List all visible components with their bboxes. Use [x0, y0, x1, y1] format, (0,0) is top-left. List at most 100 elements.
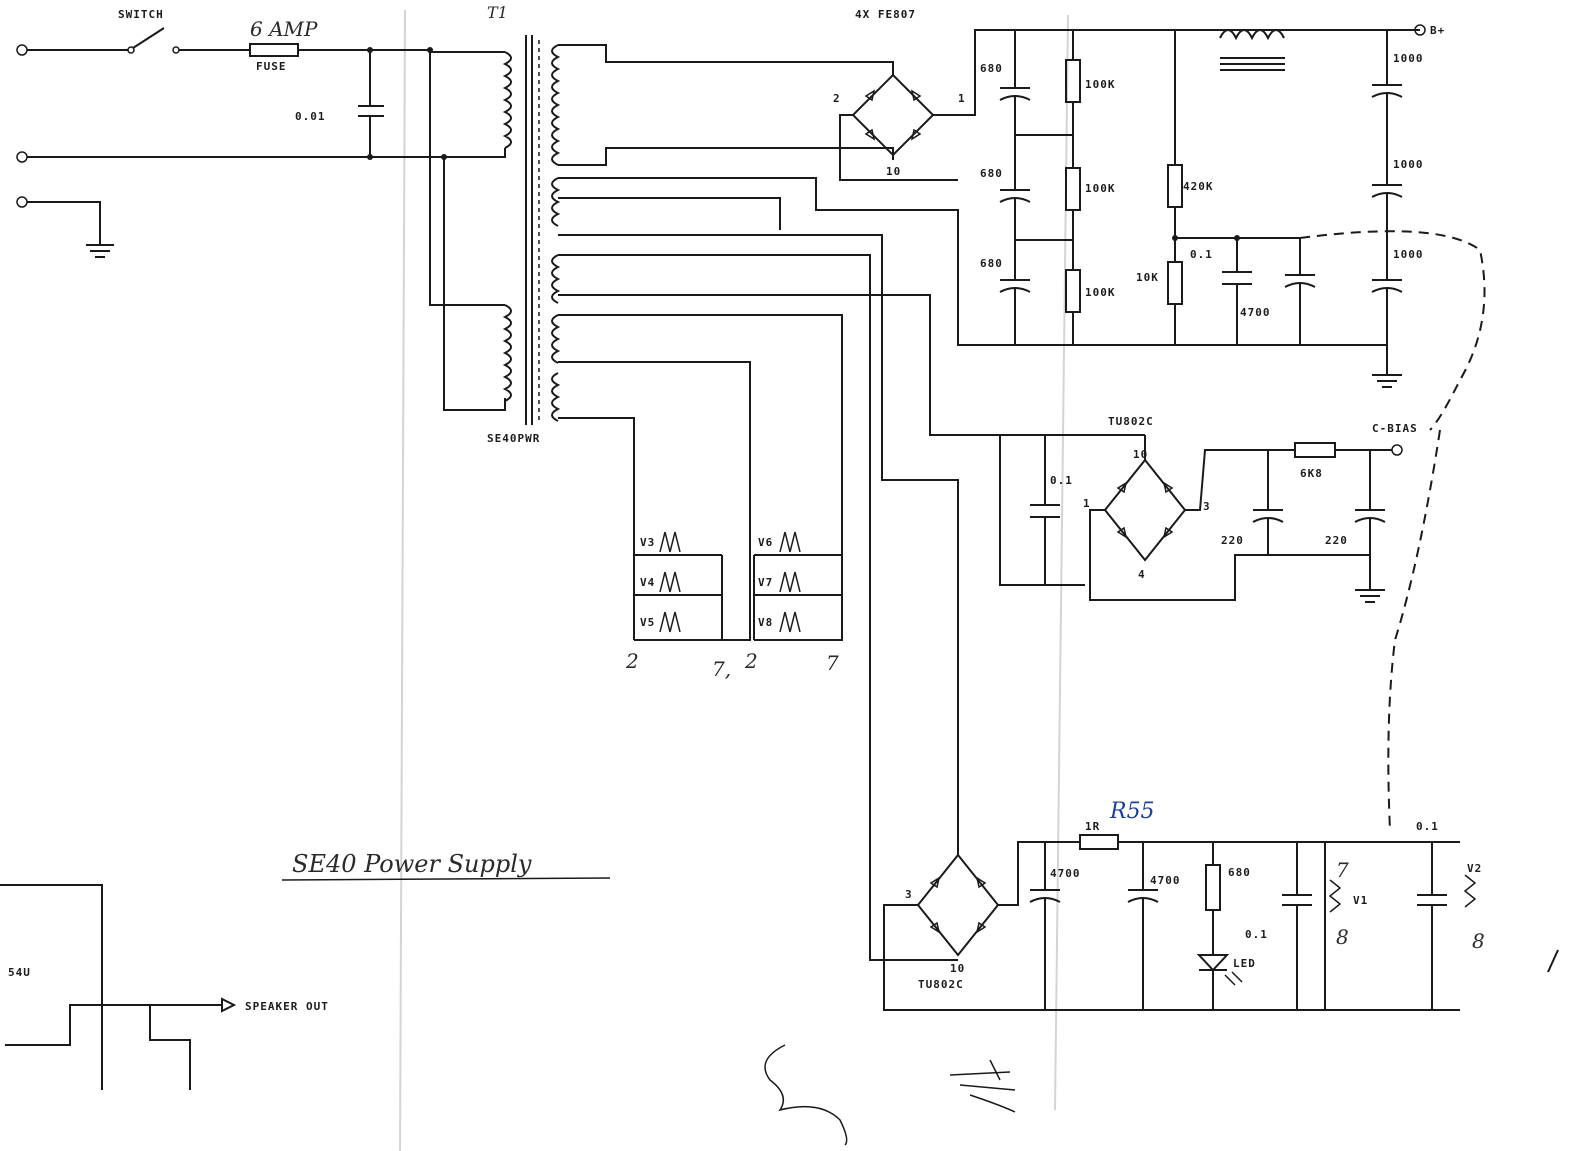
heater-v2-label: V2 [1467, 862, 1482, 875]
earth-symbol [27, 201, 114, 258]
valve-v5-label: V5 [640, 616, 655, 629]
heater-bridge-pin-bottom: 10 [950, 962, 965, 975]
paper-folds [399, 9, 1069, 1151]
fuse-label: FUSE [256, 60, 287, 73]
output-cap-3-value: 1000 [1393, 248, 1424, 261]
mains-terminal-neutral [16, 151, 28, 163]
heater-series-resistor [1079, 834, 1119, 850]
bias-bridge-label: TU802C [1108, 415, 1154, 428]
b-plus-label: B+ [1430, 24, 1445, 37]
main-bridge-label: 4X FE807 [855, 8, 916, 21]
pin-v1-top: 7 [1336, 858, 1349, 882]
handwritten-scribbles [764, 949, 1559, 1146]
heater-v1-label: V1 [1353, 894, 1368, 907]
heater-cap-1-value: 4700 [1050, 867, 1081, 880]
pin-a-left: 2 [625, 649, 639, 673]
bias-bridge-pin-bottom: 4 [1138, 568, 1146, 581]
switch-label: SWITCH [118, 8, 164, 21]
output-cap-1-value: 1000 [1393, 52, 1424, 65]
mains-terminal-earth [16, 196, 28, 208]
main-bridge-rectifier [851, 73, 935, 157]
led-label: LED [1233, 957, 1256, 970]
heater-resistor-value: 1R [1085, 820, 1100, 833]
bias-cap-2-value: 220 [1325, 534, 1348, 547]
bias-bridge-pin-left: 1 [1083, 497, 1091, 510]
bias-supply [999, 429, 1441, 831]
bias-ground [1355, 589, 1385, 603]
divider-resistor-top [1167, 164, 1183, 208]
line-capacitor [358, 50, 384, 157]
bias-bridge-rectifier [1103, 458, 1187, 562]
bleeder-2-value: 100K [1085, 182, 1116, 195]
hv-filter [999, 24, 1486, 431]
bias-bridge-pin-right: 3 [1203, 500, 1211, 513]
c-bias-terminal [1391, 444, 1403, 456]
output-fragment [0, 884, 237, 1090]
bias-resistor-value: 6K8 [1300, 467, 1323, 480]
heater-bridge-label: TU802C [918, 978, 964, 991]
filter-cap-2-value: 680 [980, 167, 1003, 180]
main-bridge-pin-right: 1 [958, 92, 966, 105]
transformer-part-label: SE40PWR [487, 432, 540, 445]
bleeder-1-value: 100K [1085, 78, 1116, 91]
main-bridge-pin-bottom: 10 [886, 165, 901, 178]
schematic-title: SE40 Power Supply [292, 850, 532, 878]
heater-v1 [1328, 879, 1342, 913]
divider-top-value: 420K [1183, 180, 1214, 193]
led-symbol [1196, 954, 1230, 972]
led-resistor-value: 680 [1228, 866, 1251, 879]
heater-cap-2-value: 4700 [1150, 874, 1181, 887]
hv-rectifier [558, 29, 1420, 346]
filter-cap-1-value: 680 [980, 62, 1003, 75]
switch-contact-b [172, 46, 180, 54]
bleeder-resistor-3 [1065, 269, 1081, 313]
pin-v1-bottom: 8 [1336, 925, 1349, 949]
valve-v8-label: V8 [758, 616, 773, 629]
transformer-label: T1 [487, 3, 508, 22]
pin-b-left: 2 [744, 649, 758, 673]
valve-v6-label: V6 [758, 536, 773, 549]
r55-annotation: R55 [1109, 799, 1155, 824]
valve-v4-label: V4 [640, 576, 655, 589]
hv-ground [1372, 374, 1402, 388]
transformer-t1 [429, 35, 561, 425]
bleeder-resistor-2 [1065, 167, 1081, 211]
heater-bridge-rectifier [916, 853, 1000, 957]
switch-contact-a [127, 46, 135, 54]
pin-b-right: 7 [826, 651, 839, 675]
pin-v2-bottom: 8 [1472, 929, 1485, 953]
heater-v2 [1463, 874, 1477, 908]
heater-cap-3-value: 0.1 [1245, 928, 1268, 941]
output-cap-2-value: 1000 [1393, 158, 1424, 171]
mains-terminal-live [16, 44, 28, 56]
speaker-out-label: SPEAKER OUT [245, 1000, 329, 1013]
divider-bottom-value: 10K [1136, 271, 1159, 284]
heater-bridge-pin-left: 3 [905, 888, 913, 901]
bias-bridge-pin-top: 10 [1133, 448, 1148, 461]
valve-heaters [634, 531, 842, 641]
divider-resistor-bottom [1167, 261, 1183, 305]
main-bridge-pin-left: 2 [833, 92, 841, 105]
pin-a-right: 7, [712, 657, 731, 681]
fuse-symbol [249, 43, 299, 57]
heater-cap-4-value: 0.1 [1416, 820, 1439, 833]
bleeder-3-value: 100K [1085, 286, 1116, 299]
title-underline [281, 877, 611, 881]
b-plus-terminal [1414, 24, 1426, 36]
bias-resistor [1294, 442, 1336, 458]
filter-cap-3-value: 680 [980, 257, 1003, 270]
bias-input-cap-value: 0.1 [1050, 474, 1073, 487]
heater-supply [883, 834, 1477, 1011]
switch-lever [132, 27, 165, 49]
filter-choke [1219, 29, 1285, 41]
line-cap-value: 0.01 [295, 110, 326, 123]
c-bias-label: C-BIAS [1372, 422, 1418, 435]
mains-input [16, 27, 506, 258]
valve-v3-label: V3 [640, 536, 655, 549]
fuse-rating-label: 6 AMP [250, 17, 318, 41]
bias-cap-1-value: 220 [1221, 534, 1244, 547]
divider-cap-1-value: 0.1 [1190, 248, 1213, 261]
led-resistor [1205, 864, 1221, 911]
divider-cap-2-value: 4700 [1240, 306, 1271, 319]
